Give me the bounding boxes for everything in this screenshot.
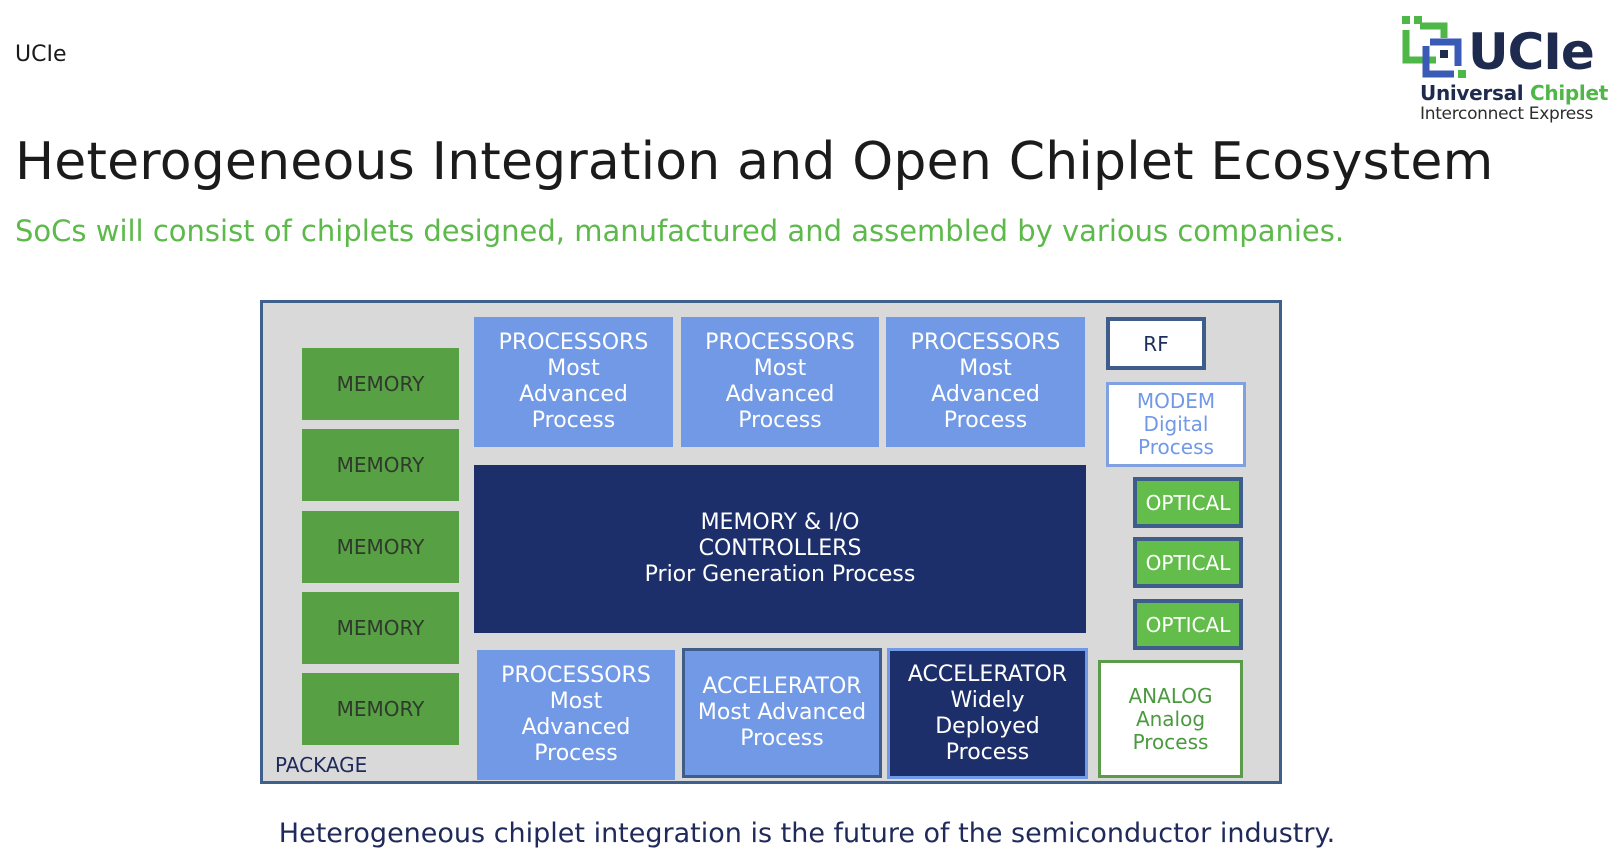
controller-desc: Prior Generation Process — [644, 562, 916, 587]
accelerator-title: ACCELERATOR — [702, 674, 862, 699]
accelerator-advanced-chiplet: ACCELERATOR Most Advanced Process — [682, 648, 882, 778]
processor-title: PROCESSORS — [705, 330, 855, 355]
processor-desc: Advanced — [521, 715, 631, 740]
analog-title: ANALOG — [1128, 683, 1213, 708]
accelerator-desc: Process — [945, 739, 1030, 765]
accelerator-desc: Process — [740, 726, 824, 751]
processor-chiplet: PROCESSORS Most Advanced Process — [474, 317, 673, 447]
accelerator-deployed-chiplet: ACCELERATOR Widely Deployed Process — [887, 648, 1088, 779]
processor-desc: Process — [531, 408, 616, 433]
ucie-chiplet-logo-icon — [1402, 16, 1466, 78]
logo-tagline-chiplet: Chiplet — [1530, 81, 1608, 105]
analog-desc: Process — [1132, 729, 1209, 754]
logo-tagline-1: Universal Chiplet — [1420, 82, 1608, 104]
processor-title: PROCESSORS — [501, 663, 651, 688]
logo-tagline-universal: Universal — [1420, 81, 1524, 105]
memory-label: MEMORY — [336, 616, 425, 640]
accelerator-desc: Widely — [950, 687, 1025, 713]
processor-desc: Advanced — [519, 382, 628, 407]
processor-desc: Most — [753, 356, 807, 381]
processor-chiplet-bottom: PROCESSORS Most Advanced Process — [477, 650, 675, 780]
modem-desc: Digital — [1143, 412, 1209, 436]
accelerator-title: ACCELERATOR — [907, 661, 1068, 687]
memory-io-controller-chiplet: MEMORY & I/O CONTROLLERS Prior Generatio… — [474, 465, 1086, 633]
modem-chiplet: MODEM Digital Process — [1106, 382, 1246, 467]
optical-label: OPTICAL — [1145, 550, 1231, 575]
memory-label: MEMORY — [336, 535, 425, 559]
memory-chiplet: MEMORY — [302, 592, 459, 664]
analog-desc: Analog — [1135, 706, 1206, 731]
analog-chiplet: ANALOG Analog Process — [1098, 660, 1243, 778]
processor-desc: Most — [547, 356, 600, 381]
processor-desc: Advanced — [725, 382, 835, 407]
memory-chiplet: MEMORY — [302, 673, 459, 745]
logo-wordmark: UCIe — [1468, 23, 1595, 81]
logo-tagline-2: Interconnect Express — [1420, 104, 1594, 124]
processor-desc: Advanced — [931, 382, 1040, 407]
optical-chiplet: OPTICAL — [1133, 537, 1243, 588]
memory-chiplet: MEMORY — [302, 348, 459, 420]
optical-label: OPTICAL — [1145, 490, 1231, 515]
optical-label: OPTICAL — [1145, 612, 1231, 637]
optical-chiplet: OPTICAL — [1133, 477, 1243, 528]
memory-chiplet: MEMORY — [302, 429, 459, 501]
processor-title: PROCESSORS — [910, 330, 1061, 355]
processor-desc: Process — [943, 408, 1028, 433]
rf-chiplet: RF — [1106, 317, 1206, 370]
accelerator-desc: Most Advanced — [697, 700, 867, 725]
processor-desc: Most — [549, 689, 603, 714]
controller-title: CONTROLLERS — [698, 536, 862, 561]
header-label: UCIe — [15, 42, 67, 67]
optical-chiplet: OPTICAL — [1133, 599, 1243, 650]
processor-chiplet: PROCESSORS Most Advanced Process — [681, 317, 879, 447]
processor-title: PROCESSORS — [498, 330, 649, 355]
memory-label: MEMORY — [336, 453, 425, 477]
page-title: Heterogeneous Integration and Open Chipl… — [15, 132, 1494, 192]
caption: Heterogeneous chiplet integration is the… — [278, 818, 1336, 849]
processor-desc: Most — [959, 356, 1012, 381]
controller-title: MEMORY & I/O — [700, 510, 860, 535]
modem-desc: Process — [1138, 435, 1214, 459]
package-diagram: MEMORY MEMORY MEMORY MEMORY MEMORY PROCE… — [260, 300, 1282, 784]
memory-label: MEMORY — [336, 372, 425, 396]
memory-chiplet: MEMORY — [302, 511, 459, 583]
processor-desc: Process — [534, 741, 618, 766]
memory-label: MEMORY — [336, 697, 425, 721]
ucie-logo: UCIe Universal Chiplet Interconnect Expr… — [1400, 14, 1608, 126]
modem-title: MODEM — [1136, 389, 1216, 413]
processor-chiplet: PROCESSORS Most Advanced Process — [886, 317, 1085, 447]
package-label: PACKAGE — [275, 753, 368, 777]
processor-desc: Process — [738, 408, 822, 433]
page-subtitle: SoCs will consist of chiplets designed, … — [15, 214, 1345, 248]
rf-label: RF — [1143, 331, 1169, 356]
accelerator-desc: Deployed — [935, 713, 1040, 739]
